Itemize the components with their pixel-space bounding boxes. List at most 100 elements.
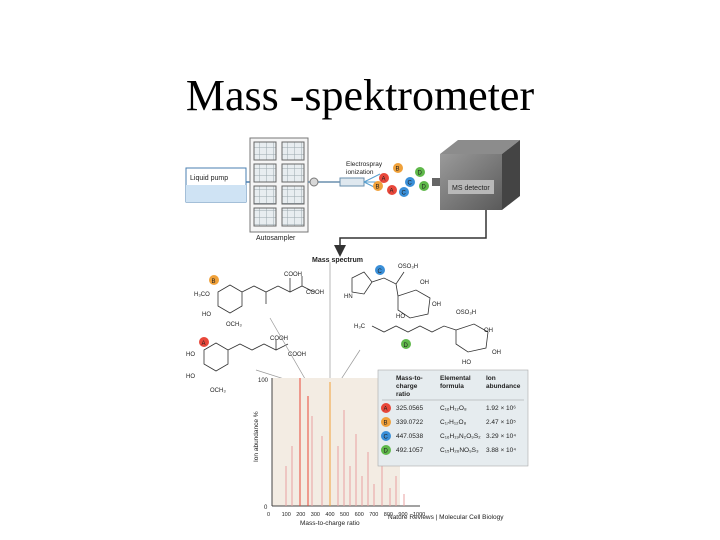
molecule-a-ho-1: HO	[186, 352, 195, 358]
mass-spectrum-label: Mass spectrum	[312, 257, 363, 264]
slide-title: Mass -spektrometer	[185, 71, 535, 120]
y-tick-100: 100	[258, 378, 269, 384]
ms-detector: MS detector	[432, 140, 520, 210]
ion-a-marker	[387, 185, 397, 195]
y-axis-label: Ion abundance %	[253, 411, 260, 462]
row-mz: 325.0565	[396, 405, 423, 412]
molecule-c-key: C	[378, 269, 383, 275]
ionization-label-1: Electrospray	[346, 161, 383, 168]
molecule-a-ho-2: HO	[186, 374, 195, 380]
row-key-label: D	[384, 449, 389, 455]
row-key-label: A	[384, 407, 388, 413]
row-abundance: 1.92 × 10⁶	[486, 405, 516, 412]
ion-d-marker	[415, 167, 425, 177]
molecule-b-och3: OCH₃	[226, 322, 242, 328]
row-key-label: C	[384, 435, 389, 441]
x-tick-label: 800	[384, 512, 393, 518]
molecule-b-cooh-1: COOH	[284, 272, 302, 278]
ion-c-label: C	[402, 191, 407, 197]
marker-a-molecule	[199, 337, 209, 347]
table-header: Ion	[486, 375, 496, 382]
marker-d-molecule	[401, 339, 411, 349]
x-tick-label: 0	[267, 512, 270, 518]
x-tick-label: 900	[398, 512, 407, 518]
molecule-d-oso3h: OSO₃H	[456, 310, 476, 316]
row-key-marker	[381, 431, 391, 441]
ion-d-label: D	[418, 171, 423, 177]
row-mz: 339.0722	[396, 419, 423, 426]
ion-b-marker	[373, 181, 383, 191]
row-key-label: B	[384, 421, 388, 427]
table-header: charge	[396, 383, 418, 390]
row-abundance: 3.29 × 10⁴	[486, 433, 516, 440]
molecule-b-h3co: H₃CO	[194, 292, 210, 298]
table-header: formula	[440, 383, 464, 390]
row-abundance: 3.88 × 10⁴	[486, 447, 516, 454]
autosampler: Autosampler	[249, 137, 309, 242]
x-tick-label: 500	[340, 512, 349, 518]
molecule-d-oh-1: OH	[484, 328, 493, 334]
x-tick-label: 200	[296, 512, 305, 518]
molecule-c-ho: HO	[396, 314, 405, 320]
row-formula: C₁₆H₁₂O₈	[440, 405, 467, 412]
row-key-marker	[381, 445, 391, 455]
molecule-d	[371, 323, 489, 353]
row-mz: 492.1057	[396, 447, 423, 454]
ms-detector-label: MS detector	[452, 185, 490, 192]
ion-a-label: A	[382, 177, 386, 183]
row-abundance: 2.47 × 10⁵	[486, 419, 516, 426]
molecule-a	[203, 340, 289, 372]
row-formula: C₁₆H₁₉N₂O₉S₂	[440, 433, 481, 440]
x-tick-label: 600	[355, 512, 364, 518]
molecule-c-oh-2: OH	[432, 302, 441, 308]
ion-c-label: C	[408, 181, 413, 187]
molecule-d-oh-2: OH	[492, 350, 501, 356]
ion-a-label: A	[390, 189, 394, 195]
molecule-c-oh-1: OH	[420, 280, 429, 286]
ion-d-marker	[419, 181, 429, 191]
molecule-d-ho: HO	[462, 360, 471, 366]
molecule-b	[217, 276, 315, 314]
marker-c-molecule	[375, 265, 385, 275]
row-formula: C₁₅H₂₆NO₉S₃	[440, 447, 479, 454]
ion-d-label: D	[422, 185, 427, 191]
table-header: Elemental	[440, 375, 471, 382]
x-tick-label: 100	[282, 512, 291, 518]
row-key-marker	[381, 403, 391, 413]
x-tick-label: 1000	[413, 512, 425, 518]
table-header: ratio	[396, 391, 410, 398]
molecule-d-h3c: H₃C	[354, 324, 366, 330]
molecule-b-cooh-2: COOH	[306, 290, 324, 296]
molecule-c	[351, 271, 431, 319]
molecule-a-key: A	[202, 341, 206, 347]
table-rows: A 325.0565 C₁₆H₁₂O₈ 1.92 × 10⁶ B 339.0722 C₁₇H…	[381, 403, 516, 455]
table-header: abundance	[486, 383, 521, 390]
molecule-a-cooh-2: COOH	[288, 352, 306, 358]
x-axis-label: Mass-to-charge ratio	[300, 520, 360, 527]
row-formula: C₁₇H₁₂O₈	[440, 419, 467, 426]
molecule-b-ho: HO	[202, 312, 211, 318]
liquid-pump: Liquid pump	[185, 167, 247, 203]
ion-a-marker	[379, 173, 389, 183]
ion-c-marker	[405, 177, 415, 187]
row-mz: 447.0538	[396, 433, 423, 440]
x-tick-label: 700	[369, 512, 378, 518]
y-tick-0: 0	[264, 505, 268, 511]
marker-b-molecule	[209, 275, 219, 285]
molecule-a-cooh-1: COOH	[270, 336, 288, 342]
row-key-marker	[381, 417, 391, 427]
table-header: Mass-to-	[396, 375, 423, 382]
credit-line: Nature Reviews | Molecular Cell Biology	[388, 514, 504, 521]
ionization-label-2: ionization	[346, 169, 374, 176]
ion-b-label: B	[396, 167, 400, 173]
liquid-pump-label: Liquid pump	[190, 175, 228, 182]
spectrum-peaks	[285, 378, 405, 506]
molecule-c-hn: HN	[344, 294, 353, 300]
molecule-d-key: D	[404, 343, 409, 349]
ion-c-marker	[399, 187, 409, 197]
